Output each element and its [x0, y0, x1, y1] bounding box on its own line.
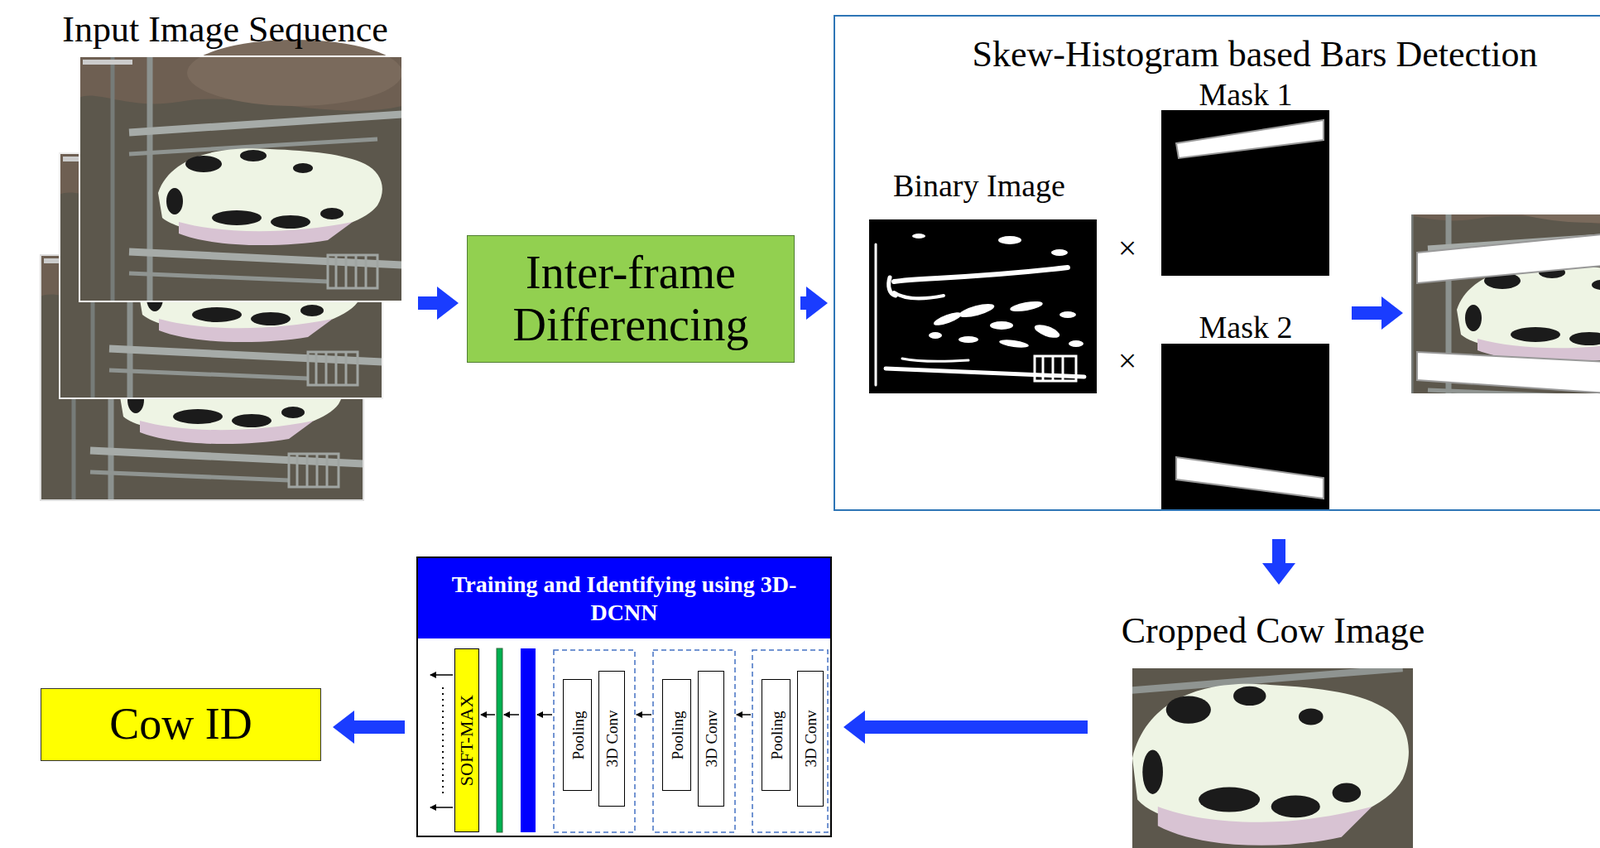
network-layers — [736, 713, 751, 716]
node-text: SOFT-MAX — [457, 694, 476, 786]
binary-image — [1033, 321, 1062, 341]
conv-layer: 3D Conv — [697, 670, 725, 807]
panel-header: Training and Identifying using 3D-DCNN — [418, 557, 831, 641]
flow-arrow — [1351, 296, 1404, 330]
pooling-layer: Pooling — [761, 678, 791, 791]
mask-image — [1161, 110, 1330, 276]
binary-image — [893, 267, 1068, 282]
heading-text: Input Image Sequence — [40, 11, 410, 49]
binary-image — [1068, 340, 1084, 347]
mask-image — [1161, 343, 1330, 510]
node-text: 3D Conv — [604, 709, 620, 767]
binary-image — [912, 233, 926, 239]
heading-text: Skew-Histogram based Bars Detection — [835, 36, 1600, 73]
node-text: Cow ID — [109, 699, 253, 749]
binary-image — [902, 358, 969, 361]
result-image — [1378, 156, 1600, 419]
network-layers — [430, 806, 453, 808]
node-text: Training and Identifying using 3D-DCNN — [426, 570, 822, 626]
binary-image — [1051, 249, 1068, 256]
mask-image — [1161, 343, 1330, 510]
output-box: Cow ID — [40, 687, 322, 761]
network-layers — [430, 648, 828, 832]
result-image — [1417, 233, 1600, 284]
network-layers — [653, 649, 736, 832]
flow-arrow — [843, 710, 1088, 744]
conv-layer: 3D Conv — [598, 670, 625, 807]
network-layers — [553, 649, 635, 832]
flow-arrow — [332, 710, 405, 744]
binary-image — [958, 336, 979, 343]
mask-image — [1161, 110, 1330, 276]
binary-image — [869, 219, 1097, 394]
network-layers — [430, 673, 453, 676]
network-layers — [636, 713, 652, 716]
binary-image — [1034, 355, 1077, 381]
image-frames — [40, 39, 403, 500]
binary-image — [875, 244, 1085, 385]
node-text: Inter-frame Differencing — [467, 246, 794, 351]
image-sequence: Input Image Sequence — [40, 11, 410, 502]
flow-arrow — [1262, 538, 1296, 585]
network-layers — [496, 648, 503, 832]
binary-image — [1009, 299, 1043, 314]
network-layers — [504, 713, 519, 716]
network-layers — [537, 713, 553, 716]
node-text: Pooling — [668, 710, 685, 760]
network-layers — [442, 687, 444, 795]
image-label: Binary Image — [893, 169, 1066, 202]
cropped-photo — [1035, 502, 1434, 848]
cropped-photo — [1035, 502, 1434, 848]
node-text: Pooling — [569, 710, 586, 760]
conv-layer: 3D Conv — [797, 670, 824, 807]
flow-arrow — [800, 286, 828, 320]
multiply-symbol: × — [1118, 231, 1138, 265]
pooling-layer: Pooling — [562, 678, 592, 791]
heading-text: Cropped Cow Image — [1099, 612, 1447, 649]
node-text: 3D Conv — [802, 709, 819, 767]
mask-image — [1176, 456, 1324, 499]
process-box: Inter-frame Differencing — [466, 235, 795, 363]
network-panel: Training and Identifying using 3D-DCNN SO… — [416, 556, 832, 837]
binary-image — [885, 368, 1085, 377]
binary-image — [999, 338, 1030, 350]
pooling-layer: Pooling — [662, 678, 692, 791]
binary-image — [869, 219, 1097, 394]
image-frames — [79, 56, 403, 302]
binary-image — [998, 235, 1022, 245]
network-layers — [480, 713, 495, 716]
binary-image — [989, 321, 1014, 330]
result-image — [1417, 351, 1600, 394]
flow-arrow — [418, 286, 459, 320]
image-label: Mask 1 — [1199, 78, 1293, 111]
result-image — [1378, 156, 1600, 419]
binary-image — [928, 331, 942, 339]
image-label: Mask 2 — [1199, 311, 1293, 343]
cropped-photo — [1035, 502, 1434, 848]
node-text: 3D Conv — [703, 709, 720, 767]
mask-image — [1176, 120, 1324, 159]
multiply-symbol: × — [1118, 344, 1138, 378]
node-text: Pooling — [768, 710, 784, 760]
binary-image — [957, 301, 996, 321]
image-frames — [79, 39, 403, 302]
cropped-image: Cropped Cow Image — [1099, 612, 1447, 848]
binary-image — [888, 277, 896, 296]
binary-image — [912, 233, 1084, 349]
network-layers — [520, 648, 536, 832]
result-image — [1378, 156, 1600, 419]
softmax-layer: SOFT-MAX — [454, 648, 480, 832]
binary-image — [874, 244, 878, 385]
binary-image — [932, 309, 963, 328]
network-layers — [752, 649, 828, 832]
binary-image — [1059, 311, 1077, 318]
binary-image — [893, 292, 944, 298]
